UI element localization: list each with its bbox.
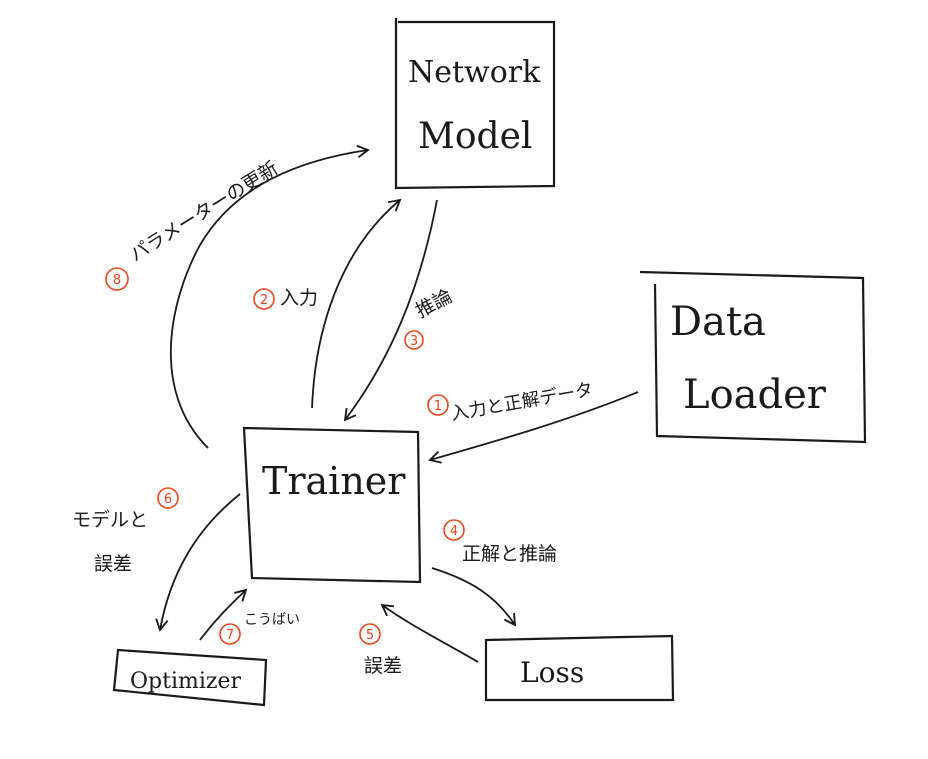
edge-6-number-badge: 6 — [157, 487, 179, 509]
edge-8-label: パラメーターの更新 — [126, 157, 282, 266]
loss-node: Loss — [484, 634, 675, 702]
data-loader-label-line1: Data — [670, 299, 766, 345]
optimizer-node: Optimizer — [112, 648, 268, 707]
edge-answer-inference: 4 正解と推論 — [431, 519, 557, 627]
trainer-label: Trainer — [262, 459, 406, 503]
network-model-label-line1: Network — [408, 55, 541, 90]
edge-input: 2 入力 — [253, 198, 402, 409]
edge-parameter-update: 8 パラメーターの更新 — [105, 144, 370, 449]
edge-error: 5 誤差 — [359, 603, 479, 677]
edge-7-number: 7 — [226, 628, 234, 643]
edge-2-label: 入力 — [280, 287, 318, 309]
data-loader-label-line2: Loader — [683, 372, 827, 418]
edge-3-number-badge: 3 — [404, 330, 424, 350]
edge-5-label: 誤差 — [364, 655, 402, 677]
edge-3-number: 3 — [410, 334, 418, 349]
edge-6-label-line2: 誤差 — [94, 553, 132, 575]
edge-7-number-badge: 7 — [219, 623, 241, 645]
edge-2-number: 2 — [260, 293, 268, 308]
optimizer-label: Optimizer — [130, 669, 242, 694]
edge-data-input: 1 入力と正解データ — [427, 379, 639, 464]
edge-4-label: 正解と推論 — [462, 543, 557, 565]
edge-1-label: 入力と正解データ — [449, 379, 594, 425]
data-loader-node: Data Loader — [639, 270, 867, 444]
edge-7-label: こうばい — [244, 612, 300, 628]
network-model-node: Network Model — [394, 18, 556, 190]
edge-gradient: 7 こうばい — [199, 588, 300, 645]
edge-inference: 3 推論 — [343, 199, 456, 422]
edge-5-number-badge: 5 — [359, 623, 381, 645]
edge-6-label-line1: モデルと — [72, 509, 148, 531]
trainer-node: Trainer — [242, 426, 422, 584]
edge-2-number-badge: 2 — [253, 288, 275, 310]
edge-8-number: 8 — [113, 273, 121, 288]
edge-6-number: 6 — [164, 492, 172, 507]
edge-1-number: 1 — [434, 399, 442, 414]
edge-model-error: モデルと 6 誤差 — [72, 487, 241, 632]
edge-1-number-badge: 1 — [427, 394, 449, 416]
network-model-label-line2: Model — [418, 116, 532, 157]
edge-4-number-badge: 4 — [443, 519, 465, 541]
edge-8-number-badge: 8 — [105, 267, 129, 291]
edge-3-label: 推論 — [412, 285, 456, 322]
edge-4-number: 4 — [450, 524, 458, 539]
loss-label: Loss — [520, 656, 584, 689]
edge-5-number: 5 — [366, 628, 374, 643]
